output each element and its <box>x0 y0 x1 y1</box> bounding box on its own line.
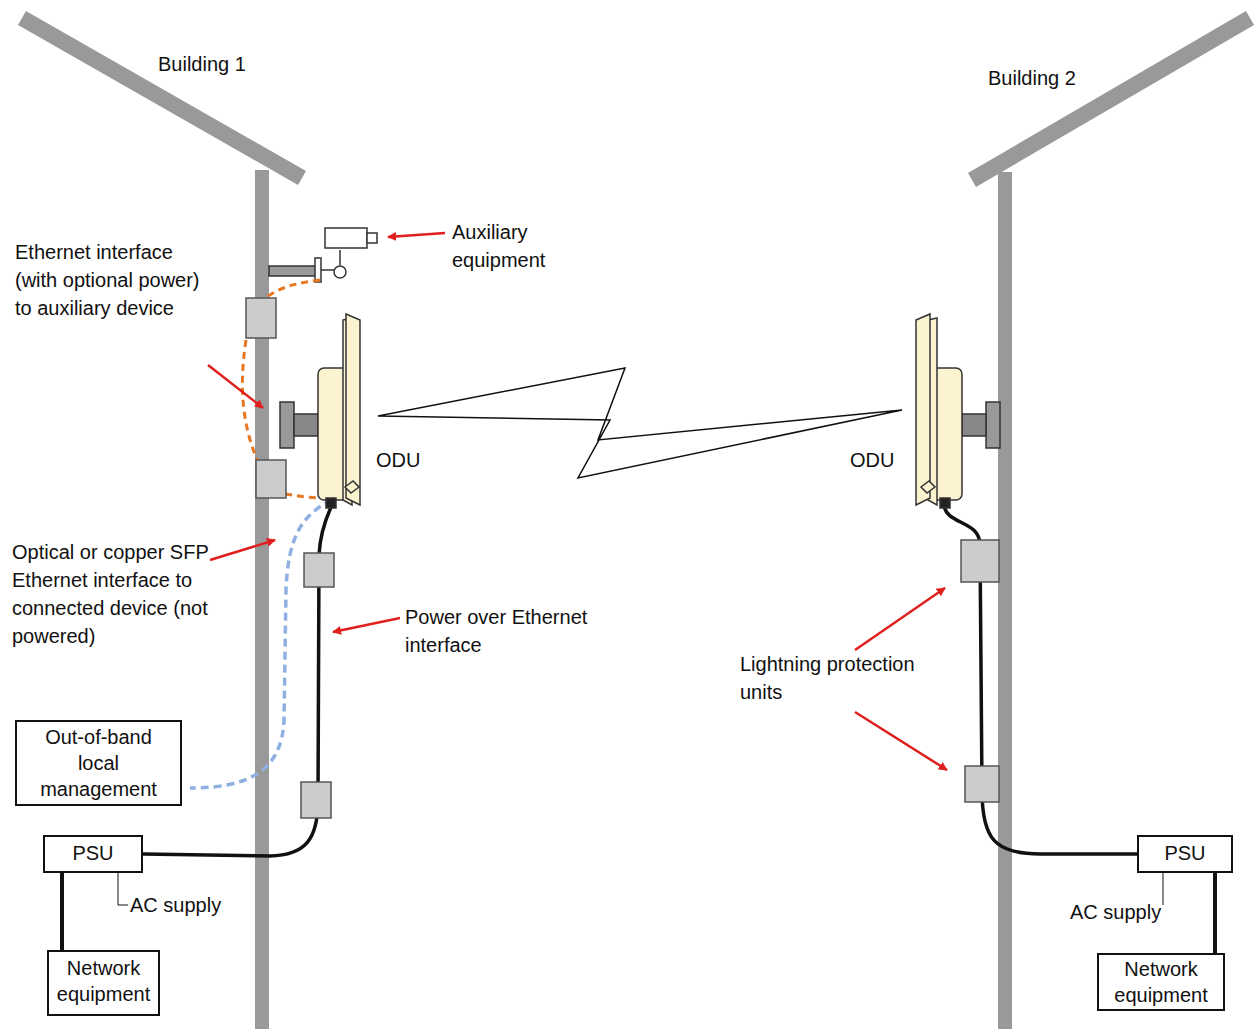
wall <box>998 172 1012 1029</box>
management-box: Out-of-band local management <box>15 720 182 806</box>
roof <box>972 18 1250 180</box>
supply-label: AC supply <box>130 891 240 919</box>
odu-unit <box>916 314 1000 508</box>
leader-line <box>118 872 128 905</box>
odu-unit <box>280 314 360 508</box>
poe-cable <box>944 505 1137 854</box>
unit-label: ODU <box>850 446 910 474</box>
equipment-box: Network equipment <box>47 950 160 1016</box>
radio-link <box>378 368 902 478</box>
sfp-cable <box>190 500 332 788</box>
psu-box: PSU <box>1137 835 1233 873</box>
unit-label: ODU <box>376 446 436 474</box>
callout-text: Power over Ethernet interface <box>405 603 635 659</box>
equipment-box: Network equipment <box>1097 953 1225 1011</box>
building-name: Building 2 <box>988 64 1138 92</box>
power-line <box>60 873 64 950</box>
leader-line <box>1163 873 1164 905</box>
power-line <box>1213 873 1217 953</box>
callout-arrow <box>208 233 947 770</box>
building-name: Building 1 <box>158 50 308 78</box>
box-text: PSU <box>51 840 135 866</box>
supply-label: AC supply <box>1070 898 1180 926</box>
callout-text: Optical or copper SFP Ethernet interface… <box>12 538 212 650</box>
psu-box: PSU <box>43 835 143 873</box>
callout-text: Auxiliary equipment <box>452 218 582 274</box>
roof <box>22 18 302 178</box>
box-text: Network equipment <box>55 955 152 1007</box>
camera-icon <box>269 228 377 282</box>
lightning-protection-unit <box>246 298 999 818</box>
ethernet-cable <box>242 280 322 498</box>
box-text: Network equipment <box>1105 956 1217 1008</box>
callout-text: Ethernet interface (with optional power)… <box>15 238 205 322</box>
box-text: Out-of-band local management <box>23 724 174 802</box>
callout-text: Lightning protection units <box>740 650 930 706</box>
box-text: PSU <box>1145 840 1225 866</box>
